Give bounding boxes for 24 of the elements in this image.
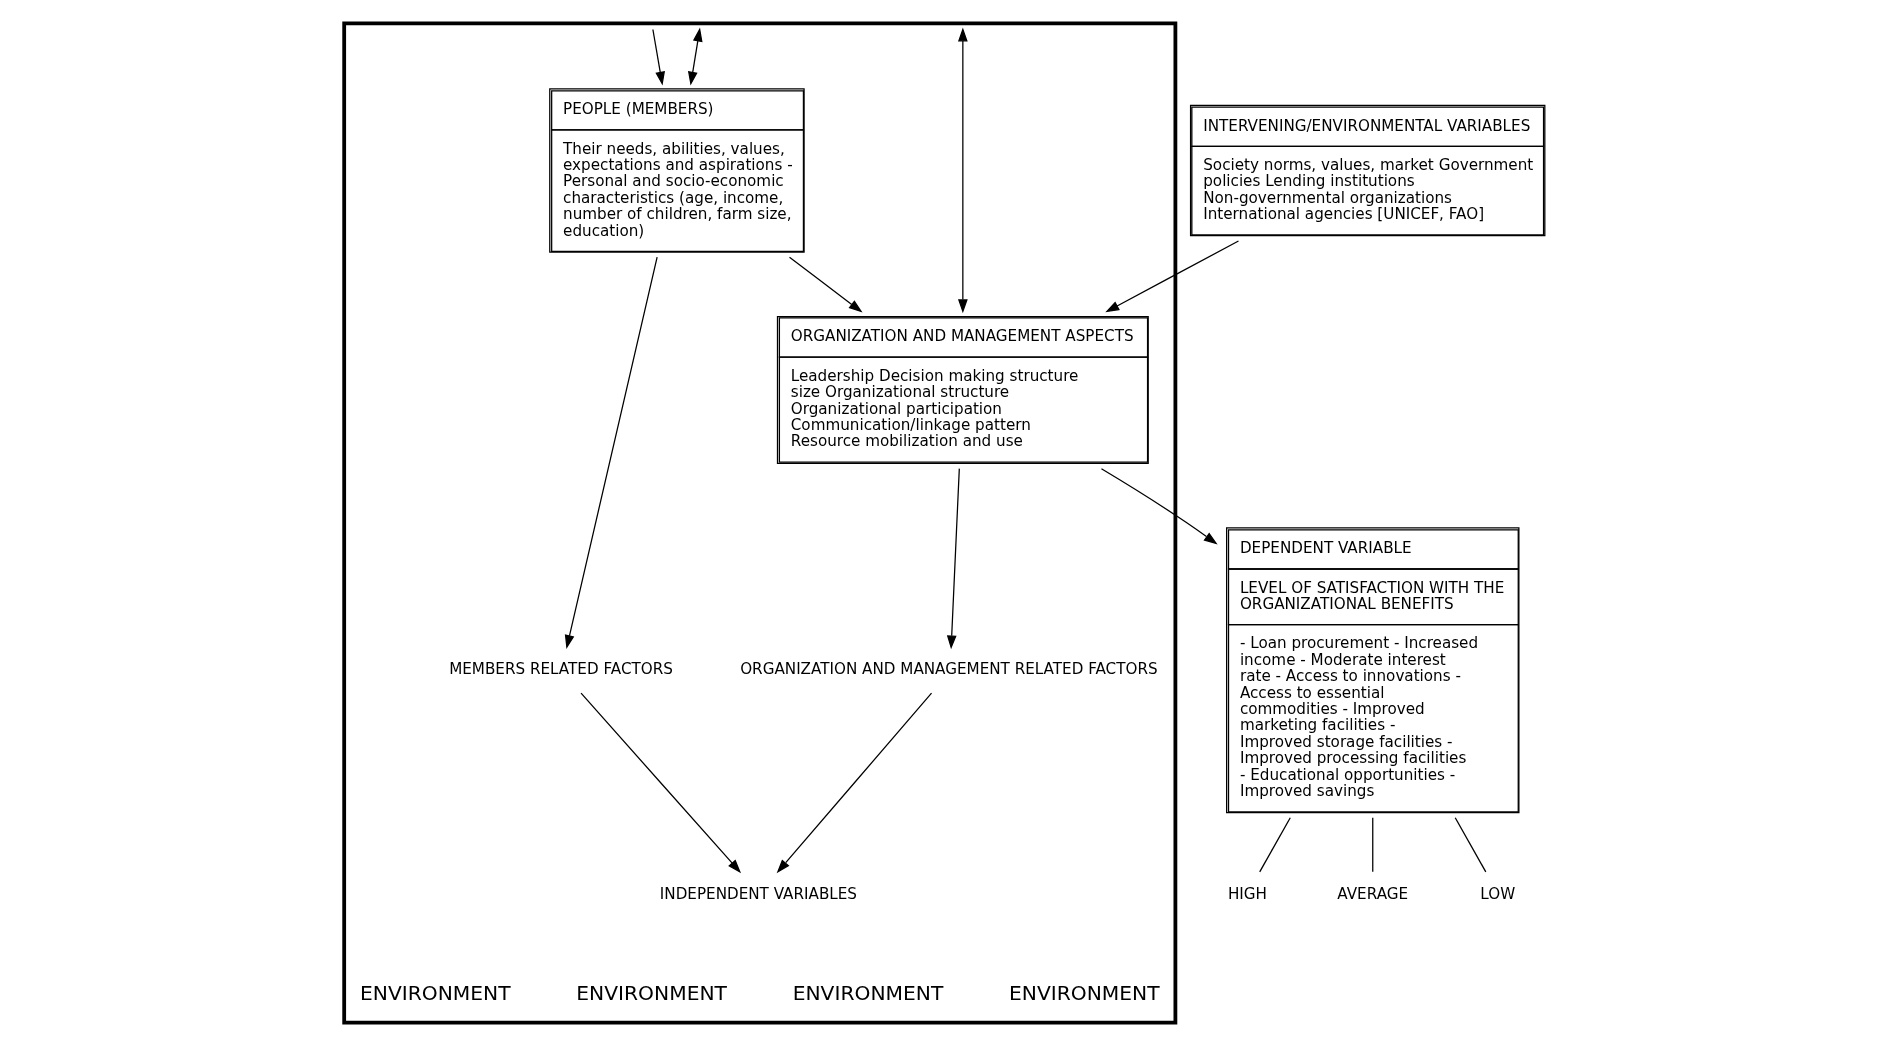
arrow bbox=[776, 692, 932, 874]
node-label: ENVIRONMENT bbox=[792, 980, 943, 1005]
node-text: INDEPENDENT VARIABLES bbox=[659, 884, 857, 903]
arrow bbox=[687, 27, 703, 86]
cluster bbox=[341, 21, 1177, 1025]
connector bbox=[1371, 817, 1373, 873]
arrow bbox=[579, 692, 741, 874]
arrow bbox=[1100, 468, 1218, 545]
node-label: ENVIRONMENT bbox=[575, 980, 727, 1005]
arrow bbox=[946, 467, 960, 650]
node-text: AVERAGE bbox=[1336, 884, 1408, 903]
arrow bbox=[788, 256, 863, 313]
node-text: MEMBERS RELATED FACTORS bbox=[448, 660, 673, 679]
connector bbox=[1258, 817, 1291, 873]
node-text: HIGH bbox=[1227, 884, 1267, 903]
arrow bbox=[564, 256, 658, 649]
arrow bbox=[957, 27, 968, 314]
node-text: ORGANIZATION AND MANAGEMENT RELATED FACTORS bbox=[739, 660, 1158, 679]
node-label: ENVIRONMENT bbox=[359, 980, 511, 1005]
arrow bbox=[1104, 240, 1239, 313]
arrow bbox=[651, 28, 665, 86]
node-text: LOW bbox=[1479, 884, 1515, 903]
connector bbox=[1454, 817, 1486, 873]
node-label: ENVIRONMENT bbox=[1008, 980, 1160, 1005]
